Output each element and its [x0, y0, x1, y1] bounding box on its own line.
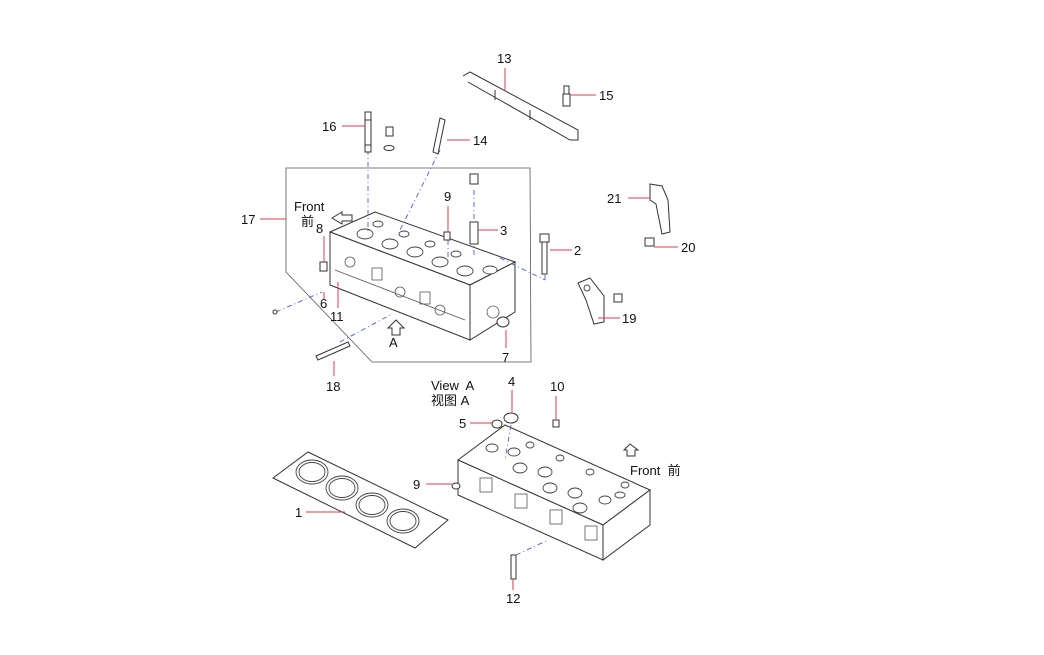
stud-14	[432, 117, 446, 155]
callout-9-lower: 9	[413, 477, 420, 492]
callout-1: 1	[295, 505, 302, 520]
callout-21: 21	[607, 191, 621, 206]
cylinder-head-assembly-frame	[285, 167, 532, 363]
pin-6	[272, 309, 278, 315]
callout-12: 12	[506, 591, 520, 606]
glow-plug-15	[562, 85, 571, 107]
callout-17: 17	[241, 212, 255, 227]
callout-15: 15	[599, 88, 613, 103]
bolt-20	[644, 237, 655, 247]
dowel-10	[552, 419, 560, 428]
stud-16	[364, 111, 372, 153]
plug-8	[319, 261, 328, 272]
callout-9-upper: 9	[444, 189, 451, 204]
callout-2: 2	[574, 243, 581, 258]
arrow-a-label: A	[389, 335, 398, 350]
view-a-arrow	[386, 319, 406, 336]
cylinder-head-upper	[328, 211, 517, 341]
callout-20: 20	[681, 240, 695, 255]
cylinder-head-view-a	[457, 424, 651, 561]
callout-5: 5	[459, 416, 466, 431]
front-label-lower: Front 前	[630, 463, 681, 478]
callout-16: 16	[322, 119, 336, 134]
callout-11: 11	[330, 309, 344, 324]
callout-6: 6	[320, 296, 327, 311]
seal-7	[496, 316, 510, 328]
bracket-19	[577, 277, 623, 325]
callout-13: 13	[497, 51, 511, 66]
ring-5	[491, 419, 503, 429]
callout-4: 4	[508, 374, 515, 389]
callout-3: 3	[500, 223, 507, 238]
fuel-rail-13	[462, 71, 579, 141]
front-direction-arrow	[331, 211, 353, 225]
lower-centerline	[515, 539, 549, 556]
sleeve-3	[469, 173, 479, 245]
stud-18	[315, 341, 351, 361]
front-label-top: Front	[294, 199, 325, 214]
leader-lines	[260, 68, 678, 590]
dowel-9-upper	[443, 231, 451, 241]
bolt-2	[539, 233, 550, 275]
stud-12	[510, 554, 517, 580]
callout-7: 7	[502, 350, 509, 365]
callout-10: 10	[550, 379, 564, 394]
view-a-title-cn: 视图 A	[431, 393, 470, 408]
front-direction-arrow-lower	[622, 443, 640, 457]
plug-part	[383, 126, 395, 151]
front-label-top-cn: 前	[301, 214, 314, 229]
seal-4	[503, 412, 519, 424]
callout-8: 8	[316, 221, 323, 236]
view-a-title: View A	[431, 378, 474, 393]
bracket-21	[649, 183, 671, 235]
head-gasket-1	[272, 451, 449, 549]
callout-18: 18	[326, 379, 340, 394]
callout-19: 19	[622, 311, 636, 326]
callout-14: 14	[473, 133, 487, 148]
dowel-9-lower	[451, 482, 461, 490]
